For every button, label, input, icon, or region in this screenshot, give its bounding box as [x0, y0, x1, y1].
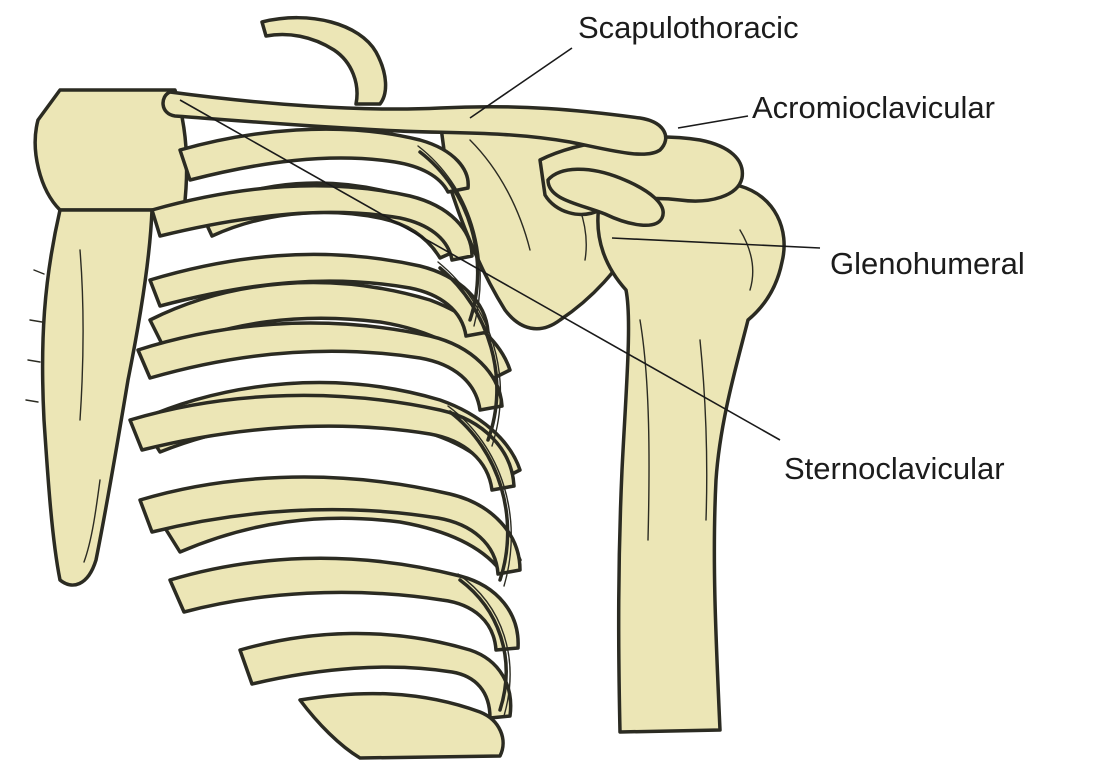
label-acromioclavicular: Acromioclavicular [752, 92, 995, 123]
leader-acromioclavicular [678, 116, 748, 128]
label-sternoclavicular: Sternoclavicular [784, 453, 1005, 484]
first-rib-top [262, 18, 386, 104]
label-glenohumeral: Glenohumeral [830, 248, 1025, 279]
humerus [598, 182, 784, 732]
label-scapulothoracic: Scapulothoracic [578, 12, 799, 43]
sternum-body [43, 210, 152, 585]
